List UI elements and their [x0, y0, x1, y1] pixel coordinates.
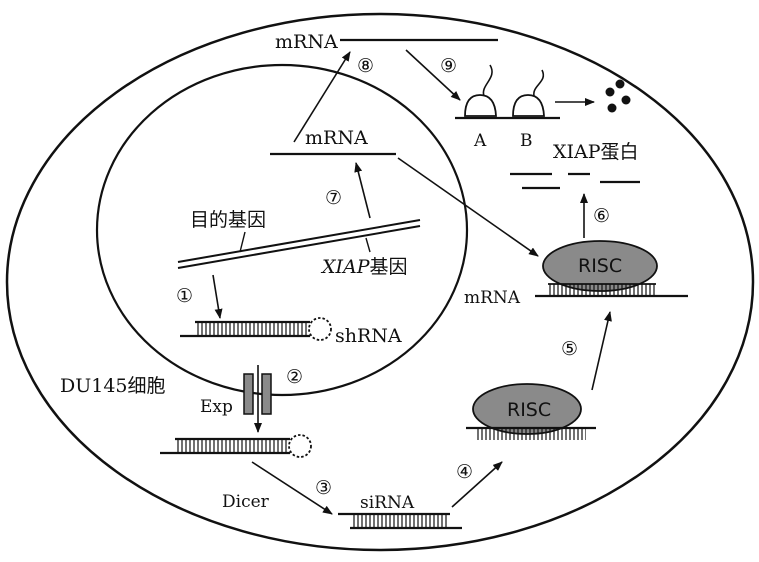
sirna-duplex — [338, 512, 462, 530]
xiap-protein-label: XIAP蛋白 — [553, 141, 639, 163]
step3-arrow — [251, 461, 333, 515]
xiap-gene-dna — [177, 219, 421, 269]
nucleus — [95, 63, 469, 397]
step2-number: ② — [286, 366, 303, 388]
risc-complex-upper — [535, 240, 688, 298]
exp-label: Exp — [200, 397, 233, 417]
step3-number: ③ — [315, 477, 332, 499]
mrna-to-risc-arrow — [397, 157, 539, 257]
step1-arrow — [212, 274, 223, 319]
step5-arrow — [591, 311, 612, 391]
ribosome-b-label: B — [520, 131, 533, 151]
target-gene-label: 目的基因 — [190, 209, 266, 231]
step4-arrow — [451, 461, 503, 508]
degraded-mrna-fragments — [510, 172, 640, 190]
shrna-hairpin-nucleus — [180, 317, 332, 341]
step5-number: ⑤ — [561, 338, 578, 360]
mrna-risc-label: mRNA — [464, 288, 521, 308]
xiap-gene-pointer — [365, 237, 371, 253]
risc-lower-label: RISC — [507, 399, 551, 421]
mrna-top-label: mRNA — [275, 31, 338, 53]
shrna-hairpin-cytoplasm — [160, 434, 312, 458]
step7-arrow — [354, 162, 371, 219]
xiap-protein-dots — [605, 79, 631, 113]
target-gene-pointer — [239, 231, 246, 253]
step1-number: ① — [176, 285, 193, 307]
sirna-label: siRNA — [360, 493, 415, 513]
step8-arrow — [293, 51, 351, 143]
step9-number: ⑨ — [440, 55, 457, 77]
cell-label: DU145细胞 — [60, 375, 166, 397]
step6-number: ⑥ — [593, 205, 610, 227]
cell-membrane — [5, 12, 755, 552]
ribosome-a — [464, 64, 497, 117]
xiap-gene-italic: XIAP — [320, 256, 371, 278]
xiap-gene-label: XIAP基因 — [320, 256, 408, 278]
ribosome-b — [512, 69, 545, 117]
dicer-label: Dicer — [222, 492, 270, 512]
shrna-label: shRNA — [335, 325, 402, 347]
xiap-gene-suffix: 基因 — [370, 256, 408, 278]
risc-upper-label: RISC — [578, 255, 622, 277]
step4-number: ④ — [456, 461, 473, 483]
step7-number: ⑦ — [325, 187, 342, 209]
mrna-nucleus-label: mRNA — [305, 127, 368, 149]
step8-number: ⑧ — [357, 55, 374, 77]
risc-complex-lower — [466, 383, 596, 440]
step9-arrow — [405, 49, 461, 101]
ribosome-a-label: A — [473, 131, 487, 151]
exportin-pore — [243, 373, 272, 415]
